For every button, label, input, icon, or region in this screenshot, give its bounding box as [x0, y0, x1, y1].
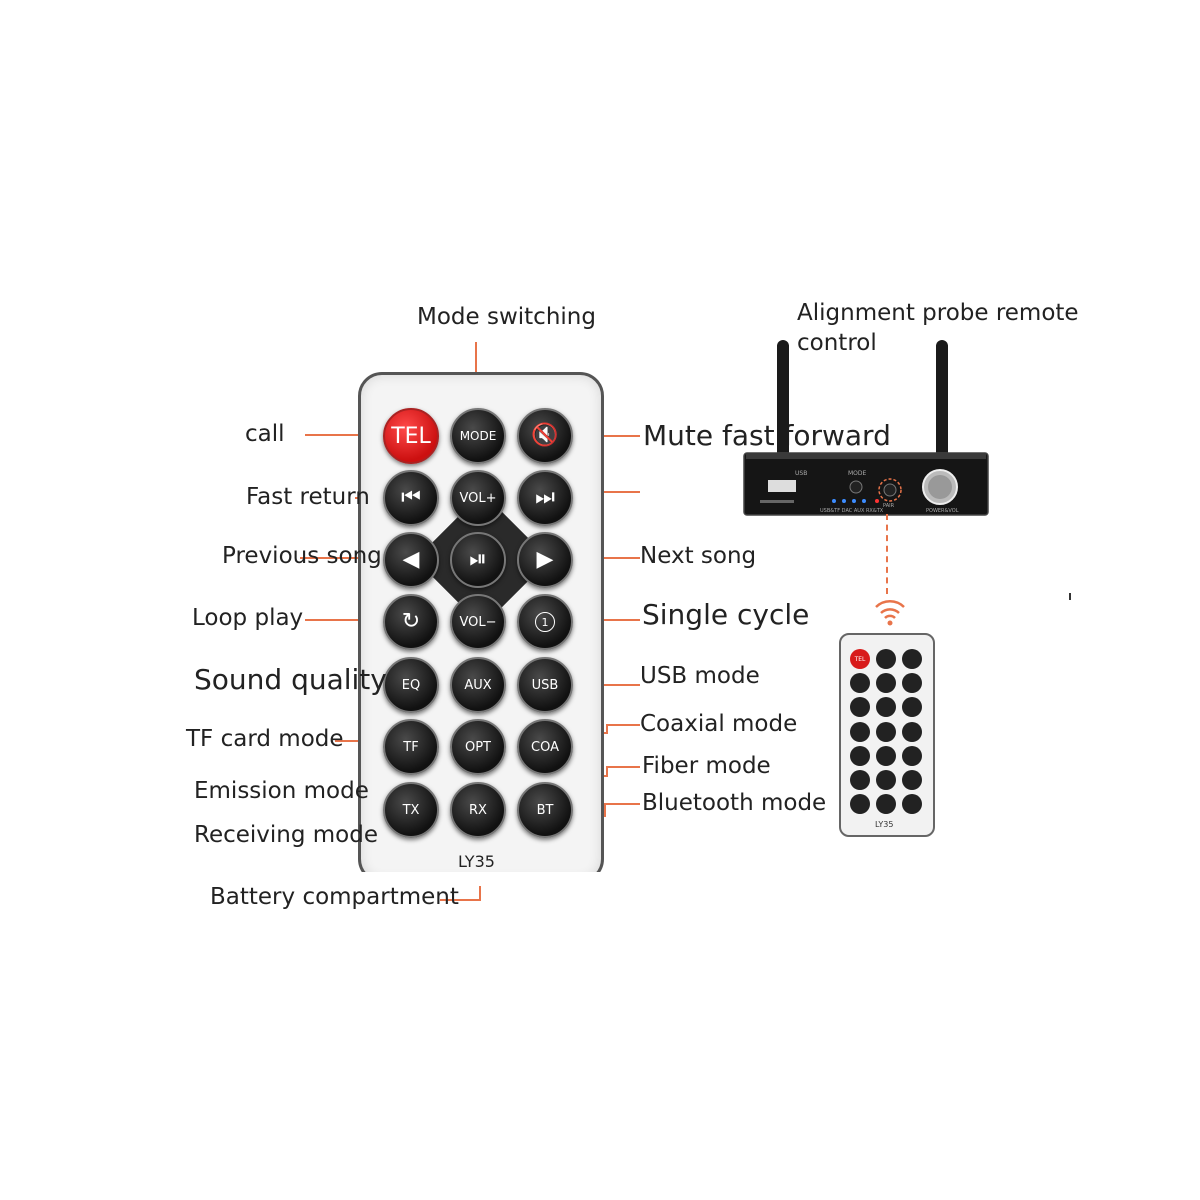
label-usb-mode: USB mode [640, 663, 760, 689]
label-sound-quality: Sound quality [194, 663, 387, 696]
usb-port [768, 480, 796, 492]
label-previous-song: Previous song [222, 543, 382, 569]
line-coa-h2 [606, 724, 640, 726]
label-loop-play: Loop play [192, 605, 304, 631]
label-next-song: Next song [640, 543, 757, 569]
remote-model-label: LY35 [458, 852, 495, 871]
svg-text:MODE: MODE [848, 470, 867, 477]
line-call [305, 434, 390, 436]
label-receiving-mode: Receiving mode [194, 822, 378, 848]
line-opt-v2 [606, 766, 608, 777]
remote-bottom-cut [357, 872, 607, 886]
line-next [578, 557, 640, 559]
stray-tick [1069, 593, 1071, 600]
vol-up-button[interactable]: VOL+ [450, 470, 506, 526]
coa-button[interactable]: COA [517, 719, 573, 775]
signal-icon [875, 600, 905, 626]
bt-button[interactable]: BT [517, 782, 573, 838]
label-emission-mode: Emission mode [194, 778, 369, 804]
line-previous [300, 557, 388, 559]
label-tf-card-mode: TF card mode [186, 726, 344, 752]
label-fast-return: Fast return [246, 484, 370, 510]
label-bluetooth-mode: Bluetooth mode [642, 790, 827, 816]
left-button[interactable]: ◀ [383, 532, 439, 588]
line-bt-v [604, 803, 606, 817]
tf-button[interactable]: TF [383, 719, 439, 775]
antenna-left [777, 340, 789, 460]
line-opt-h2 [606, 766, 640, 768]
usb-button[interactable]: USB [517, 657, 573, 713]
label-mute-fast-forward: Mute fast forward [643, 419, 891, 452]
mute-icon: 🔇 [531, 423, 559, 448]
label-coaxial-mode: Coaxial mode [640, 711, 798, 737]
label-single-cycle: Single cycle [642, 598, 810, 631]
eq-button[interactable]: EQ [383, 657, 439, 713]
tx-button[interactable]: TX [383, 782, 439, 838]
mini-tel-button: TEL [850, 649, 870, 669]
right-arrow-icon: ▶ [536, 547, 554, 572]
single-cycle-button[interactable]: 1 [517, 594, 573, 650]
loop-icon: ↻ [401, 609, 421, 634]
mode-button[interactable]: MODE [450, 408, 506, 464]
rx-button[interactable]: RX [450, 782, 506, 838]
label-mode-switching: Mode switching [417, 304, 596, 330]
aux-button[interactable]: AUX [450, 657, 506, 713]
skip-forward-icon: ⏭ [535, 485, 555, 510]
svg-text:USB&TF DAC AUX RX&TX: USB&TF DAC AUX RX&TX [820, 508, 884, 514]
antenna-right [936, 340, 948, 460]
mini-remote-model-label: LY35 [875, 820, 894, 829]
mute-button[interactable]: 🔇 [517, 408, 573, 464]
play-pause-icon: ⏯ [469, 547, 487, 572]
label-battery-compartment: Battery compartment [210, 884, 459, 910]
label-alignment: Alignment probe remote control [797, 300, 1079, 356]
mini-remote: TEL LY35 [839, 633, 935, 837]
right-button[interactable]: ▶ [517, 532, 573, 588]
device-usb-label: USB [795, 470, 807, 477]
line-loop [305, 619, 387, 621]
skip-back-icon: ⏮ [401, 485, 421, 510]
next-track-button[interactable]: ⏭ [517, 470, 573, 526]
device-illustration: USB MODE USB&TF DAC AUX RX&TX PAIR POWER… [743, 340, 989, 516]
opt-button[interactable]: OPT [450, 719, 506, 775]
single-cycle-icon: 1 [535, 612, 555, 632]
line-battery-h [440, 899, 481, 901]
line-bt-h2 [604, 803, 640, 805]
label-call: call [245, 421, 285, 447]
tel-button[interactable]: TEL [383, 408, 439, 464]
line-mute [578, 435, 640, 437]
device-pair-button [878, 478, 902, 502]
line-battery-v [479, 880, 481, 900]
play-pause-button[interactable]: ⏯ [450, 532, 506, 588]
device-mode-button [849, 480, 863, 494]
loop-button[interactable]: ↻ [383, 594, 439, 650]
svg-text:POWER&VOL: POWER&VOL [926, 508, 959, 514]
prev-track-button[interactable]: ⏮ [383, 470, 439, 526]
label-fiber-mode: Fiber mode [642, 753, 771, 779]
left-arrow-icon: ◀ [402, 547, 420, 572]
line-coa-v [606, 724, 608, 734]
vol-down-button[interactable]: VOL− [450, 594, 506, 650]
svg-text:PAIR: PAIR [883, 503, 895, 509]
dashed-link-line [886, 514, 888, 594]
line-usb [578, 684, 640, 686]
line-single [578, 619, 640, 621]
line-fast-forward [578, 491, 640, 493]
